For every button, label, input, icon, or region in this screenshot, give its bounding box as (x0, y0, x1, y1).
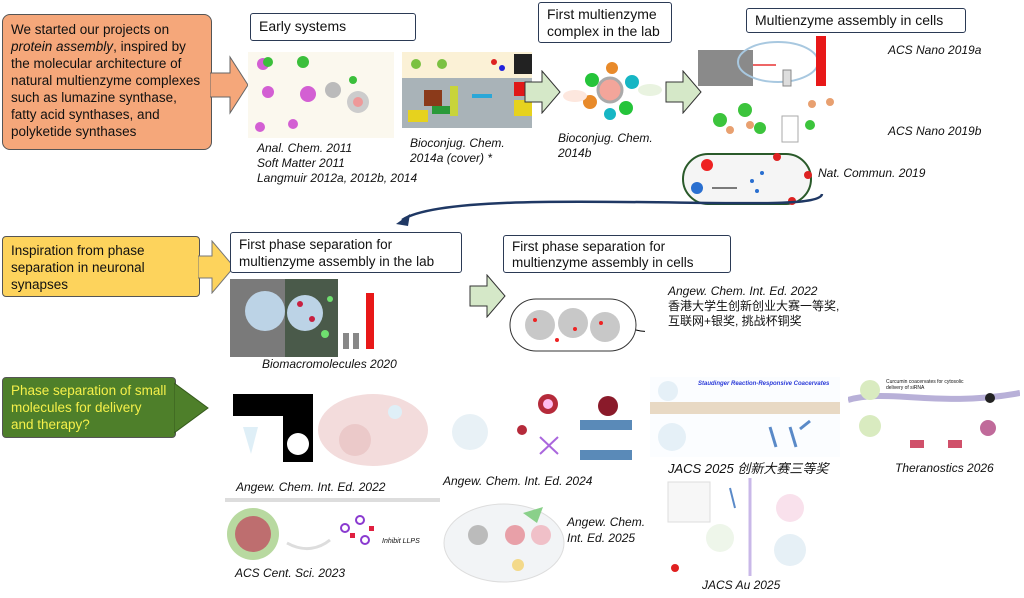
arrow-right-icon (665, 70, 702, 114)
citation: Int. Ed. 2025 (567, 531, 636, 545)
first-complex-title: First multienzyme complex in the lab (538, 2, 672, 43)
first-complex-figure (560, 50, 670, 130)
inhibit-llps-label: Inhibit LLPS (382, 538, 420, 545)
early-systems-citations: Anal. Chem. 2011 Soft Matter 2011 Langmu… (257, 141, 417, 186)
acs-nano-2019b-citation: ACS Nano 2019b (888, 124, 982, 138)
early-systems-figure (248, 52, 394, 138)
acs-nano-2019a-citation: ACS Nano 2019a (888, 43, 982, 57)
callout-text: We started our projects on (11, 22, 170, 37)
cover-citation: Bioconjug. Chem. 2014a (cover) * (410, 136, 505, 166)
angew-2022-b-citation: Angew. Chem. Int. Ed. 2022 (236, 480, 386, 494)
arrow-right-icon (174, 382, 209, 434)
award-text: 香港大学生创新创业大赛一等奖, (668, 299, 840, 313)
lab-phase-separation-title: First phase separation for multienzyme a… (230, 232, 462, 273)
intro-callout: We started our projects on protein assem… (2, 14, 212, 150)
callout-text: , inspired by the molecular architecture… (11, 39, 201, 139)
arrow-right-icon (210, 55, 249, 115)
citation: Bioconjug. Chem. (558, 131, 653, 145)
jacs-2025-citation: JACS 2025 创新大赛三等奖 (668, 461, 829, 476)
arrow-right-icon (198, 240, 235, 294)
biomacromolecules-citation: Biomacromolecules 2020 (262, 357, 397, 371)
acs-cent-sci-citation: ACS Cent. Sci. 2023 (235, 566, 346, 580)
cells-phase-separation-title: First phase separation for multienzyme a… (503, 235, 731, 273)
angew-2024-figure (440, 392, 635, 464)
angew-2022-citation: Angew. Chem. Int. Ed. 2022 香港大学生创新创业大赛一等… (668, 284, 839, 329)
biomacromolecules-figure (230, 279, 380, 357)
arrow-right-icon (524, 70, 561, 114)
phase-separation-cell-figure (505, 285, 645, 357)
citation: Soft Matter 2011 (257, 156, 345, 170)
nat-commun-citation: Nat. Commun. 2019 (818, 166, 926, 180)
bioconjug-cover-figure (402, 52, 532, 128)
acs-cent-sci-figure: Inhibit LLPS (225, 498, 440, 563)
staudinger-label: Staudinger Reaction-Responsive Coacervat… (698, 381, 830, 387)
theranostics-figure: Curcumin coacervates for cytosolic deliv… (848, 378, 1020, 450)
angew-2025-figure (443, 503, 565, 583)
citation: Angew. Chem. (567, 515, 646, 529)
curcumin-label: Curcumin coacervates for cytosolic deliv… (886, 379, 964, 391)
citation: Anal. Chem. 2011 (257, 141, 353, 155)
in-cells-title: Multienzyme assembly in cells (746, 8, 966, 33)
small-molecules-callout: Phase separation of small molecules for … (2, 377, 176, 438)
theranostics-citation: Theranostics 2026 (895, 461, 994, 475)
citation: Bioconjug. Chem. (410, 136, 505, 150)
citation: Langmuir 2012a, 2012b, 2014 (257, 171, 418, 185)
citation: 2014a (cover) * (410, 151, 493, 165)
jacs-au-citation: JACS Au 2025 (702, 578, 781, 592)
acs-nano-2019a-figure (698, 34, 840, 88)
acs-nano-2019b-figure (700, 90, 840, 150)
angew-2024-citation: Angew. Chem. Int. Ed. 2024 (443, 474, 593, 488)
angew-2022-figure (233, 392, 428, 467)
jacs-2025-figure: Staudinger Reaction-Responsive Coacervat… (650, 377, 840, 457)
inspiration-callout: Inspiration from phase separation in neu… (2, 236, 200, 297)
callout-italic: protein assembly (11, 39, 114, 54)
curved-arrow-icon (396, 193, 824, 226)
angew-2025-citation: Angew. Chem. Int. Ed. 2025 (567, 514, 645, 546)
jacs-au-figure (660, 478, 842, 576)
citation: 2014b (558, 146, 592, 160)
award-text: 互联网+银奖, 挑战杯铜奖 (668, 314, 802, 328)
early-systems-title: Early systems (250, 13, 416, 41)
first-complex-citation: Bioconjug. Chem. 2014b (558, 131, 653, 161)
arrow-right-icon (469, 274, 506, 318)
citation: Angew. Chem. Int. Ed. 2022 (668, 284, 818, 298)
